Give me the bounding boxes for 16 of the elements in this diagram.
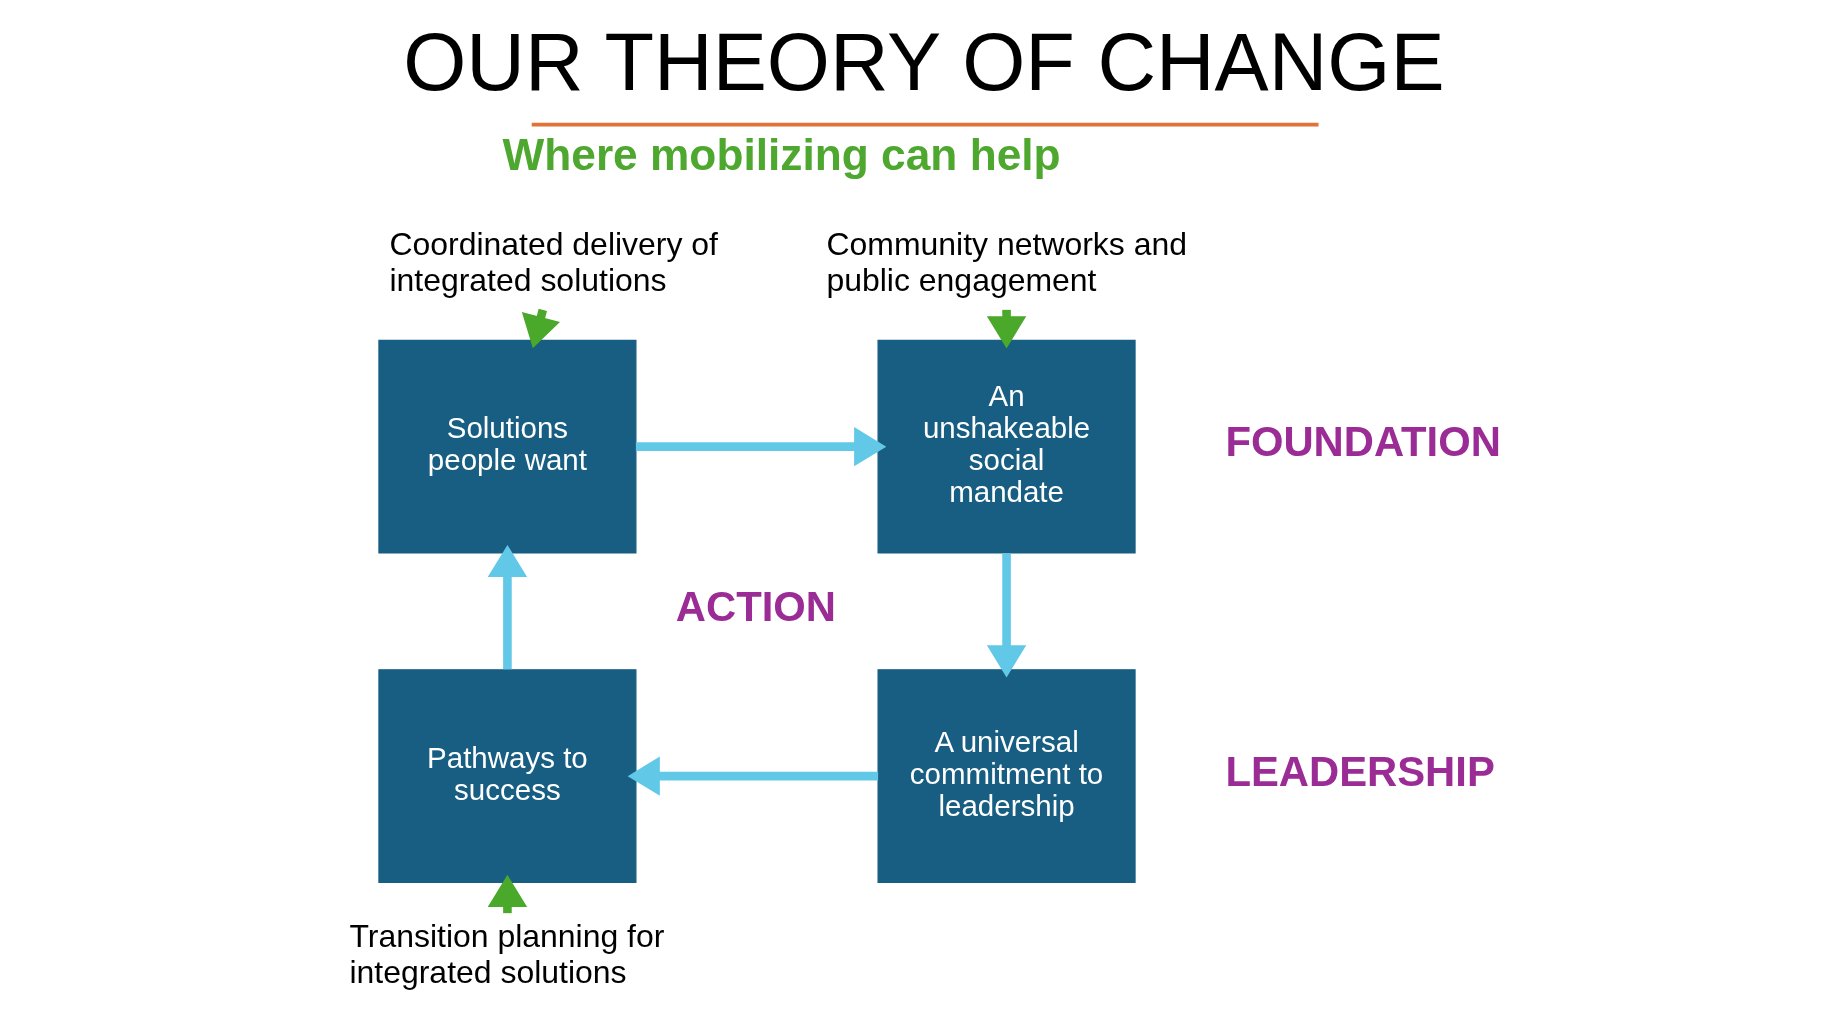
node-box: Pathways to success — [377, 669, 636, 884]
label: LEADERSHIP — [1224, 747, 1495, 795]
node-text: Community networks and public engagement — [825, 226, 1187, 298]
node-text: Transition planning for integrated solutions — [348, 918, 664, 991]
label: Where mobilizing can help — [502, 130, 1061, 180]
label: FOUNDATION — [1224, 418, 1501, 466]
arrow — [627, 756, 878, 796]
node-box: Solutions people want — [377, 339, 636, 554]
label: ACTION — [675, 582, 836, 630]
diagram-title: OUR THEORY OF CHANGE — [402, 17, 1445, 108]
node-box: An unshakeable social mandate — [876, 339, 1136, 554]
node-box: A universal commitment to leadership — [876, 669, 1136, 884]
arrow — [986, 553, 1026, 678]
arrow — [487, 544, 527, 670]
node-text: Coordinated delivery of integrated solutions — [388, 226, 718, 298]
arrow — [635, 426, 886, 467]
